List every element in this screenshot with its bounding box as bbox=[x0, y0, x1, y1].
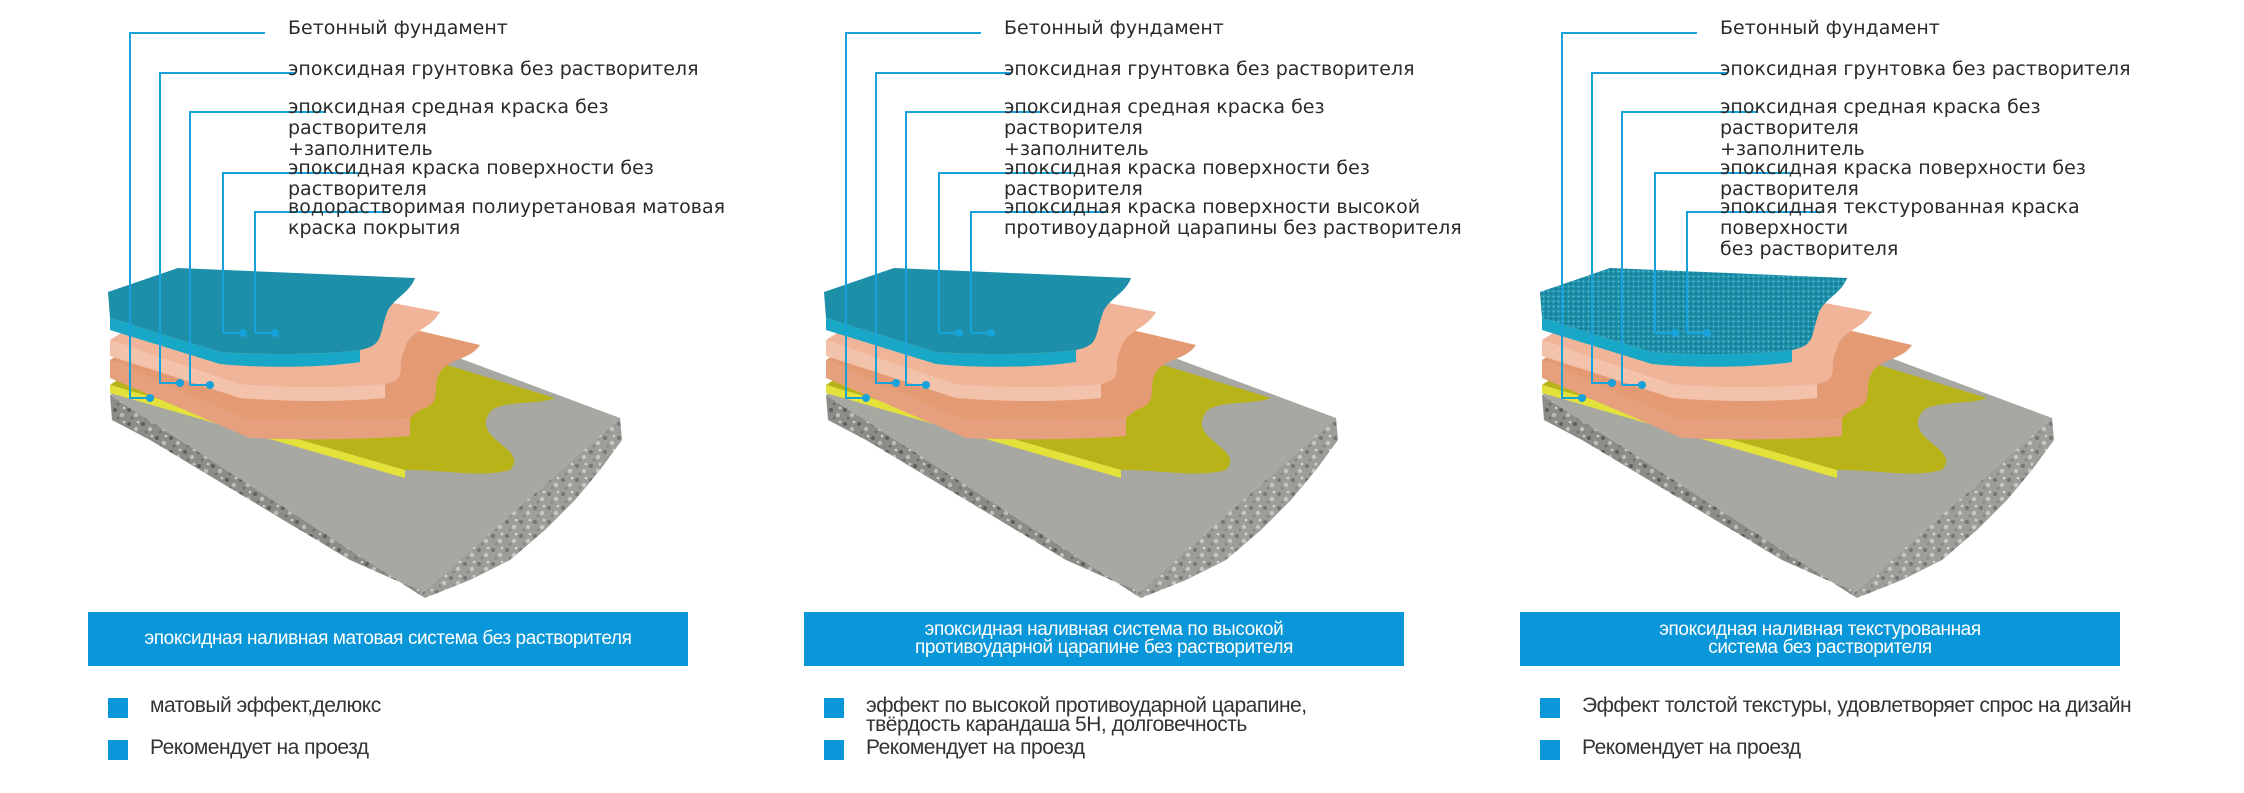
top-coat-top bbox=[824, 268, 1131, 355]
bullet-text: матовый эффект,делюкс bbox=[150, 694, 381, 717]
layer-label-surface: эпоксидная краска поверхности без раство… bbox=[1004, 157, 1370, 200]
leader-line-concrete bbox=[129, 32, 265, 399]
leader-dot-concrete bbox=[146, 394, 154, 402]
layer-label-primer: эпоксидная грунтовка без растворителя bbox=[288, 58, 699, 80]
bullet-square-icon bbox=[1540, 740, 1560, 760]
layer-diagram bbox=[108, 32, 622, 598]
leader-line-middle bbox=[905, 111, 1041, 386]
leader-line-concrete bbox=[845, 32, 981, 399]
layer-label-middle: эпоксидная средная краска без растворите… bbox=[1004, 96, 1325, 160]
leader-line-middle bbox=[189, 111, 325, 386]
leader-line-primer bbox=[1591, 72, 1727, 384]
bullet-square-icon bbox=[108, 698, 128, 718]
leader-line-surface bbox=[222, 172, 358, 334]
layer-label-top: эпоксидная текстурованная краска поверхн… bbox=[1720, 196, 2080, 260]
leader-line-top bbox=[254, 211, 390, 334]
leader-dot-top bbox=[1703, 329, 1711, 337]
leader-dot-top bbox=[271, 329, 279, 337]
middle-coat-edge bbox=[1542, 360, 1842, 440]
concrete-side bbox=[1852, 418, 2054, 598]
layer-label-middle: эпоксидная средная краска без растворите… bbox=[1720, 96, 2041, 160]
bullet-square-icon bbox=[824, 740, 844, 760]
layer-diagram bbox=[1540, 32, 2054, 598]
leader-line-top bbox=[1686, 211, 1822, 334]
leader-dot-surface bbox=[239, 329, 247, 337]
layer-diagram bbox=[824, 32, 1338, 598]
leader-line-middle bbox=[1621, 111, 1757, 386]
panel-3: Бетонный фундамент эпоксидная грунтовка б… bbox=[1432, 0, 2180, 793]
concrete-front bbox=[826, 395, 1136, 595]
surface-coat-edge bbox=[826, 340, 1101, 401]
middle-coat-edge bbox=[110, 360, 410, 440]
top-coat-edge bbox=[826, 318, 1076, 367]
layer-label-top: водорастворимая полиуретановая матовая к… bbox=[288, 196, 726, 239]
layer-label-concrete: Бетонный фундамент bbox=[288, 17, 508, 39]
surface-coat-edge bbox=[1542, 340, 1817, 401]
layer-label-top: эпоксидная краска поверхности высокой пр… bbox=[1004, 196, 1462, 239]
leader-dot-primer bbox=[176, 379, 184, 387]
top-coat-top bbox=[108, 268, 415, 355]
leader-dot-top bbox=[987, 329, 995, 337]
middle-coat-edge bbox=[826, 360, 1126, 440]
concrete-front bbox=[1542, 395, 1852, 595]
leader-line-primer bbox=[875, 72, 1011, 384]
leader-dot-surface bbox=[955, 329, 963, 337]
bullet-text: Эффект толстой текстуры, удовлетворяет с… bbox=[1582, 694, 2132, 717]
leader-line-concrete bbox=[1561, 32, 1697, 399]
bullet-text: Рекомендует на проезд bbox=[150, 736, 369, 759]
panel-2: Бетонный фундамент эпоксидная грунтовка б… bbox=[716, 0, 1464, 793]
bullet-square-icon bbox=[108, 740, 128, 760]
layer-label-concrete: Бетонный фундамент bbox=[1720, 17, 1940, 39]
leader-dot-middle bbox=[206, 381, 214, 389]
layer-label-surface: эпоксидная краска поверхности без раство… bbox=[1720, 157, 2086, 200]
layer-label-surface: эпоксидная краска поверхности без раство… bbox=[288, 157, 654, 200]
leader-dot-primer bbox=[1608, 379, 1616, 387]
layer-label-concrete: Бетонный фундамент bbox=[1004, 17, 1224, 39]
bullet-text: Рекомендует на проезд bbox=[1582, 736, 1801, 759]
system-title-bar: эпоксидная наливная система по высокой п… bbox=[804, 612, 1404, 666]
bullet-square-icon bbox=[824, 698, 844, 718]
concrete-side bbox=[1136, 418, 1338, 598]
leader-line-primer bbox=[159, 72, 295, 384]
top-coat-edge bbox=[1542, 318, 1792, 367]
system-title-bar: эпоксидная наливная матовая система без … bbox=[88, 612, 688, 666]
leader-line-top bbox=[970, 211, 1106, 334]
concrete-side bbox=[420, 418, 622, 598]
leader-dot-middle bbox=[922, 381, 930, 389]
layer-label-primer: эпоксидная грунтовка без растворителя bbox=[1004, 58, 1415, 80]
bullet-text: эффект по высокой противоударной царапин… bbox=[866, 694, 1307, 736]
leader-dot-middle bbox=[1638, 381, 1646, 389]
leader-dot-concrete bbox=[1578, 394, 1586, 402]
leader-line-surface bbox=[938, 172, 1074, 334]
panel-1: Бетонный фундамент эпоксидная грунтовка б… bbox=[0, 0, 748, 793]
bullet-square-icon bbox=[1540, 698, 1560, 718]
top-coat-edge bbox=[110, 318, 360, 367]
surface-coat-edge bbox=[110, 340, 385, 401]
bullet-text: Рекомендует на проезд bbox=[866, 736, 1085, 759]
layer-label-primer: эпоксидная грунтовка без растворителя bbox=[1720, 58, 2131, 80]
layer-label-middle: эпоксидная средная краска без растворите… bbox=[288, 96, 609, 160]
system-title-bar: эпоксидная наливная текстурованная систе… bbox=[1520, 612, 2120, 666]
leader-dot-surface bbox=[1671, 329, 1679, 337]
leader-dot-primer bbox=[892, 379, 900, 387]
top-coat-top bbox=[1540, 268, 1847, 355]
leader-dot-concrete bbox=[862, 394, 870, 402]
concrete-front bbox=[110, 395, 420, 595]
leader-line-surface bbox=[1654, 172, 1790, 334]
